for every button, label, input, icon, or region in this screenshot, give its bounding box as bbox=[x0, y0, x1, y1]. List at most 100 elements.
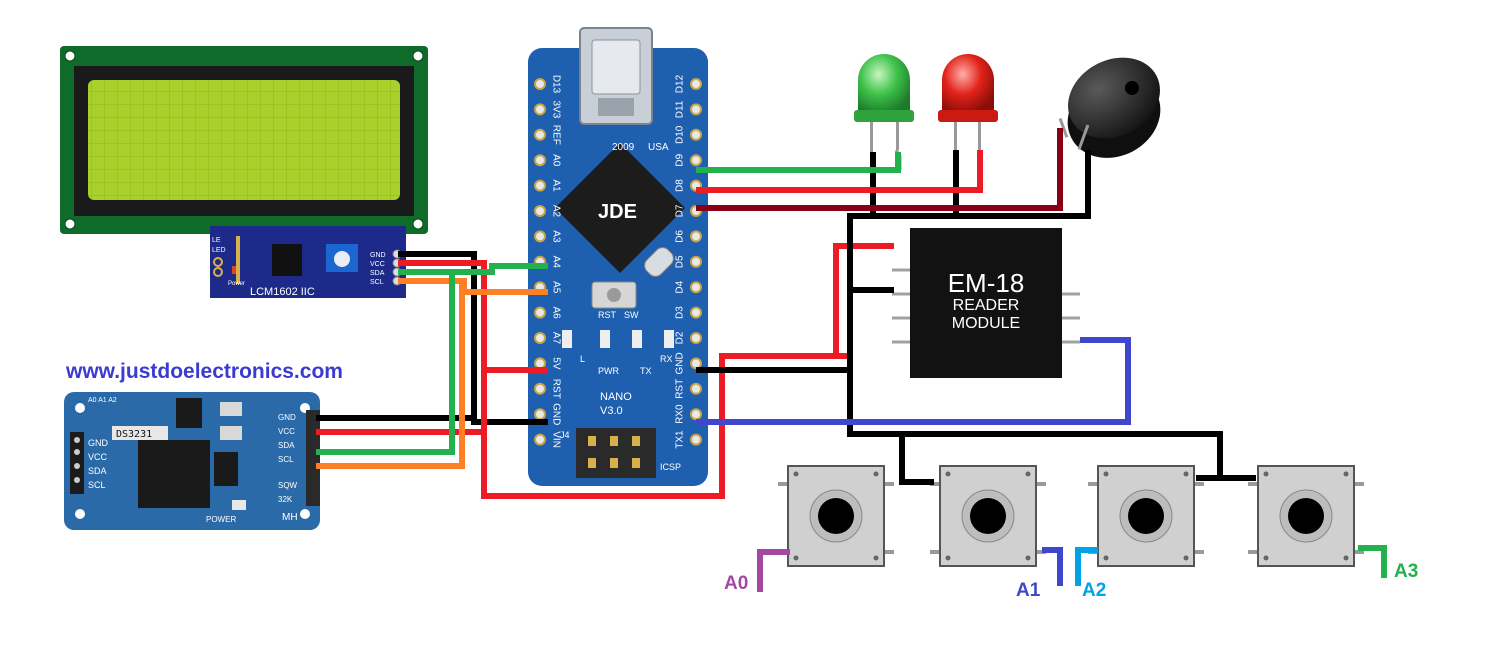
wire-lcd-gnd bbox=[398, 251, 548, 425]
nano-pin-label-vin: VIN bbox=[550, 431, 561, 448]
nano-pin-label-a3: A3 bbox=[550, 230, 561, 243]
button-label-a1: A1 bbox=[1016, 580, 1041, 601]
nano-pin-label-a0: A0 bbox=[550, 154, 561, 167]
nano-pin-hole-left bbox=[534, 408, 546, 421]
nano-pin-label-d3: D3 bbox=[675, 306, 686, 319]
button-corner-dot bbox=[793, 471, 799, 477]
nano-pin-label-d4: D4 bbox=[675, 280, 686, 293]
button-corner-dot bbox=[793, 555, 799, 561]
button-corner-dot bbox=[1263, 471, 1269, 477]
nano-pin-hole-right bbox=[690, 154, 702, 167]
nano-pin-hole-left bbox=[534, 205, 546, 217]
button-cap[interactable] bbox=[1288, 498, 1324, 534]
button-cap[interactable] bbox=[970, 498, 1006, 534]
push-button-a2[interactable] bbox=[1088, 465, 1204, 567]
nano-pin-hole-right bbox=[690, 103, 702, 116]
nano-pin-label-d12: D12 bbox=[675, 74, 686, 93]
rtc-address-label: A0 A1 A2 bbox=[88, 397, 117, 404]
nano-silk-2009: 2009 bbox=[612, 142, 635, 153]
nano-silk-l: L bbox=[580, 354, 585, 364]
nano-pin-hole-left bbox=[534, 78, 546, 90]
button-body[interactable] bbox=[1257, 465, 1355, 567]
button-label-a3: A3 bbox=[1394, 561, 1418, 582]
nano-pin-label-3v3: 3V3 bbox=[550, 101, 561, 119]
wire-btn-a0 bbox=[757, 549, 790, 592]
button-cap[interactable] bbox=[818, 498, 854, 534]
nano-pin-label-rx0: RX0 bbox=[675, 404, 686, 424]
rtc-pin-vcc: VCC bbox=[278, 427, 295, 436]
nano-pin-label-gnd: GND bbox=[550, 403, 561, 425]
button-cap[interactable] bbox=[1128, 498, 1164, 534]
button-corner-dot bbox=[1025, 471, 1031, 477]
wire-d9-green-led bbox=[696, 152, 901, 173]
rtc-pin-scl: SCL bbox=[278, 455, 294, 464]
rtc-left-pin-sda: SDA bbox=[88, 466, 107, 476]
button-corner-dot bbox=[1183, 471, 1189, 477]
button-leg bbox=[930, 482, 942, 486]
push-button-a3[interactable] bbox=[1248, 465, 1364, 567]
nano-pin-hole-right bbox=[690, 357, 702, 370]
buzzer bbox=[1058, 57, 1161, 158]
red-led bbox=[938, 54, 998, 156]
rtc-pin-sqw: SQW bbox=[278, 481, 298, 490]
rtc-chip-label: DS3231 bbox=[116, 429, 152, 440]
push-button-a0[interactable] bbox=[778, 465, 894, 567]
nano-silk-sw: SW bbox=[624, 310, 639, 320]
button-leg bbox=[1352, 550, 1364, 554]
button-leg bbox=[930, 550, 942, 554]
push-buttons bbox=[778, 465, 1364, 567]
nano-pin-label-d2: D2 bbox=[675, 331, 686, 344]
push-button-a1[interactable] bbox=[930, 465, 1046, 567]
nano-silk-icsp: ICSP bbox=[660, 462, 681, 472]
green-led bbox=[854, 54, 914, 170]
lcd-pin-sda: SDA bbox=[370, 270, 385, 277]
lcd-pin-scl: SCL bbox=[370, 279, 384, 286]
lcd-i2c-module: LE LED Power LCM1602 IIC GND VCC SDA SCL bbox=[210, 226, 406, 298]
button-corner-dot bbox=[1343, 555, 1349, 561]
button-leg bbox=[1034, 482, 1046, 486]
button-corner-dot bbox=[1103, 471, 1109, 477]
nano-pin-label-5v: 5V bbox=[550, 357, 561, 370]
button-leg bbox=[1192, 550, 1204, 554]
nano-pin-headers: D133V3REFA0A1A2A3A4A5A6A75VRSTGNDVIND12D… bbox=[534, 74, 702, 449]
nano-version-label: V3.0 bbox=[600, 405, 623, 417]
em18-title: EM-18 bbox=[948, 268, 1025, 298]
wire-d8-red-led bbox=[696, 150, 983, 193]
button-leg bbox=[1248, 482, 1260, 486]
button-corner-dot bbox=[945, 555, 951, 561]
nano-pin-hole-left bbox=[534, 382, 546, 395]
nano-pin-hole-left bbox=[534, 230, 546, 243]
button-leg bbox=[1248, 550, 1260, 554]
nano-pin-hole-right bbox=[690, 128, 702, 141]
icsp-header bbox=[576, 428, 656, 478]
nano-pin-hole-left bbox=[534, 154, 546, 167]
button-leg bbox=[778, 482, 790, 486]
nano-pin-hole-right bbox=[690, 332, 702, 344]
nano-pin-label-rst: RST bbox=[675, 379, 686, 399]
button-corner-dot bbox=[1025, 555, 1031, 561]
nano-pin-hole-right bbox=[690, 306, 702, 319]
button-corner-dot bbox=[1263, 555, 1269, 561]
nano-pin-hole-right bbox=[690, 382, 702, 395]
wire-gnd-rail bbox=[850, 150, 1091, 219]
rtc-brand-label: MH bbox=[282, 512, 298, 523]
rtc-pin-sda: SDA bbox=[278, 441, 295, 450]
em18-line1: READER bbox=[953, 297, 1020, 314]
nano-pin-hole-right bbox=[690, 433, 702, 446]
nano-silk-usa: USA bbox=[648, 142, 669, 153]
button-corner-dot bbox=[1103, 555, 1109, 561]
lcd-module-label: LCM1602 IIC bbox=[250, 286, 315, 298]
nano-pin-label-a7: A7 bbox=[550, 332, 561, 345]
rtc-module: DS3231 A0 A1 A2 GND VCC SDA SCL POWER MH… bbox=[64, 392, 320, 530]
wire-gnd-vertical bbox=[847, 213, 1256, 481]
wire-lcd-vcc bbox=[398, 260, 852, 499]
rtc-left-pin-scl: SCL bbox=[88, 480, 106, 490]
nano-pin-label-d11: D11 bbox=[675, 100, 686, 118]
wire-btn-a2 bbox=[1075, 547, 1098, 586]
lcd-power-label: Power bbox=[228, 281, 245, 287]
button-leg bbox=[882, 550, 894, 554]
nano-pin-hole-left bbox=[534, 357, 546, 370]
nano-pin-hole-right bbox=[690, 230, 702, 243]
button-leg bbox=[1034, 550, 1046, 554]
